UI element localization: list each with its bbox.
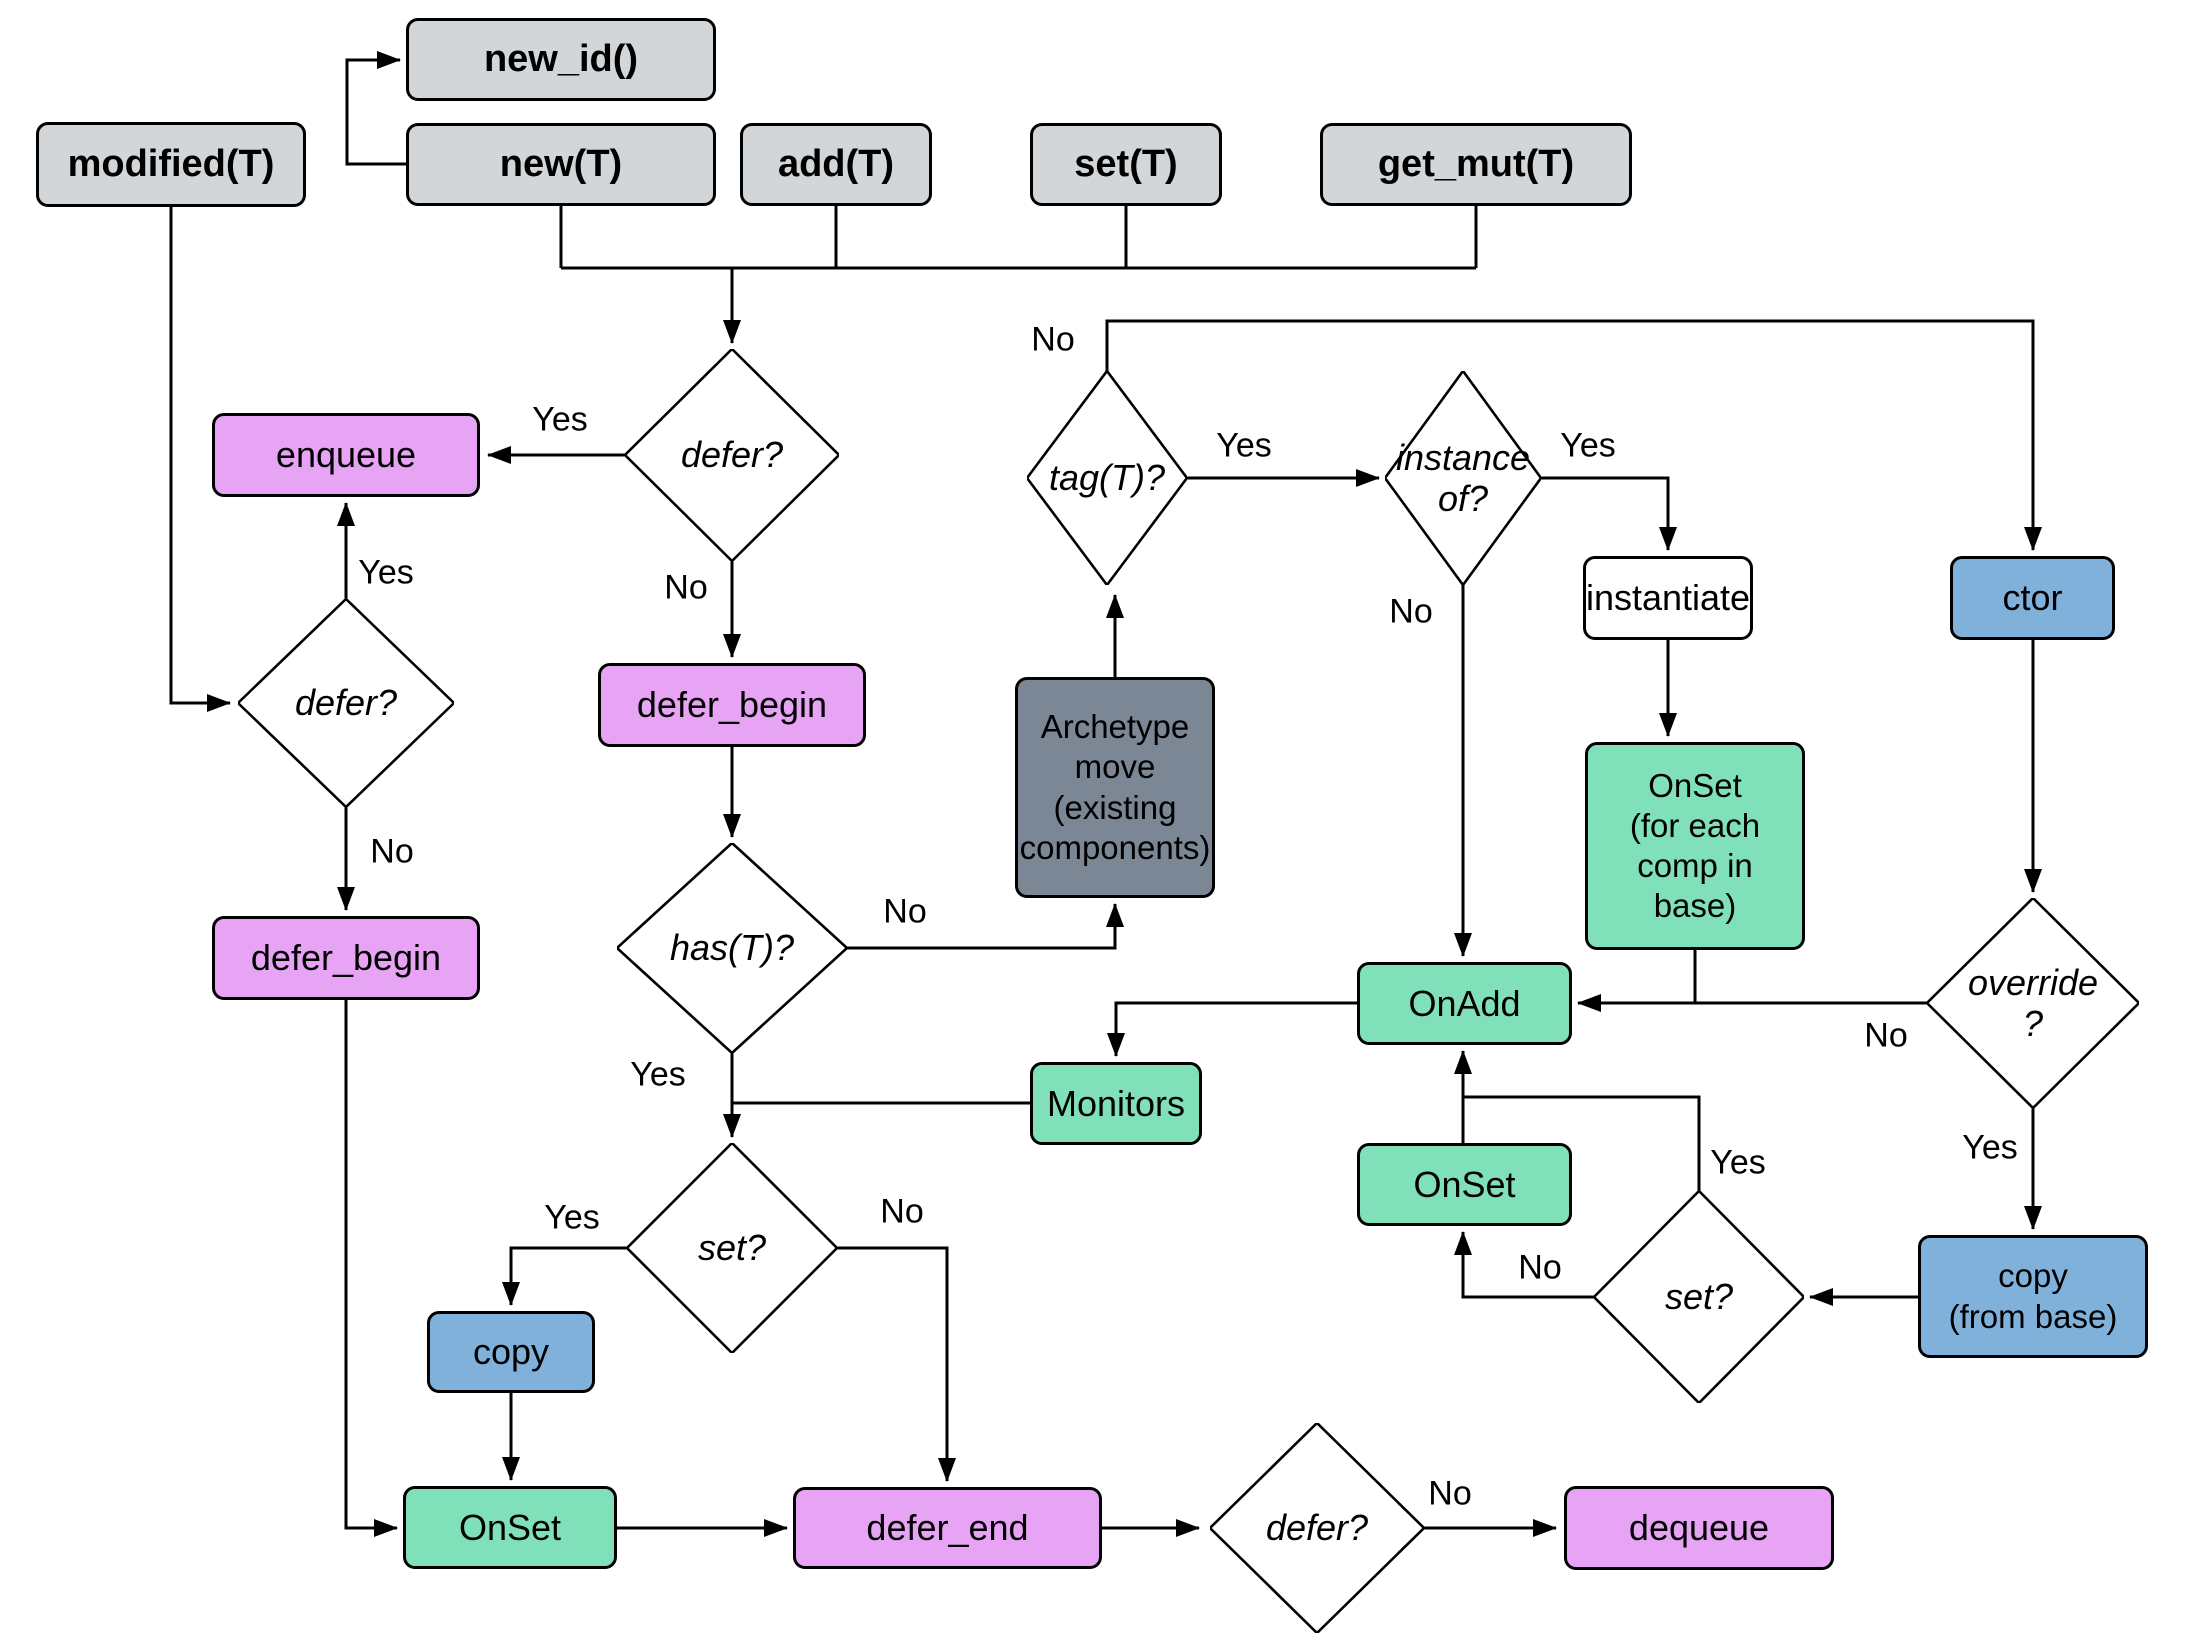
- label-tagt-yes: Yes: [1216, 426, 1272, 465]
- node-defer-begin-left: defer_begin: [212, 916, 480, 1000]
- label-hast-yes: Yes: [630, 1055, 686, 1094]
- label-override-no: No: [1864, 1016, 1908, 1055]
- label-hast-no: No: [883, 892, 927, 931]
- edge-instanceof-yes-instantiate: [1541, 476, 1677, 551]
- node-on-set-bottom: OnSet: [403, 1486, 617, 1569]
- decision-defer-1: defer?: [625, 349, 839, 561]
- api-box-add: add(T): [740, 123, 932, 206]
- node-monitors: Monitors: [1030, 1062, 1202, 1145]
- decision-set-2: set?: [1594, 1191, 1804, 1403]
- label-tagt-no: No: [1031, 320, 1075, 359]
- label-override-yes: Yes: [1962, 1128, 2018, 1167]
- node-dequeue: dequeue: [1564, 1486, 1834, 1570]
- node-ctor: ctor: [1950, 556, 2115, 640]
- decision-override: override ?: [1927, 898, 2139, 1108]
- node-enqueue: enqueue: [212, 413, 480, 497]
- label-set1-yes: Yes: [544, 1198, 600, 1237]
- label-instanceof-no: No: [1389, 592, 1433, 631]
- decision-defer-3: defer?: [1210, 1423, 1424, 1633]
- node-on-set-right: OnSet: [1357, 1143, 1572, 1226]
- node-copy: copy: [427, 1311, 595, 1393]
- label-set2-no: No: [1518, 1248, 1562, 1287]
- node-on-set-base: OnSet (for each comp in base): [1585, 742, 1805, 950]
- node-archetype-move: Archetype move (existing components): [1015, 677, 1215, 898]
- label-defer2-no: No: [370, 832, 414, 871]
- decision-set-1: set?: [627, 1143, 837, 1353]
- label-set1-no: No: [880, 1192, 924, 1231]
- decision-tag-t: tag(T)?: [1027, 371, 1187, 585]
- label-instanceof-yes: Yes: [1560, 426, 1616, 465]
- edge-tagt-no-ctor: [1105, 319, 2042, 551]
- label-defer1-yes: Yes: [532, 400, 588, 439]
- decision-instance-of: instance of?: [1385, 371, 1541, 585]
- api-box-modified: modified(T): [36, 122, 306, 207]
- label-set2-yes: Yes: [1710, 1143, 1766, 1182]
- edge-set1-yes-copy: [502, 1246, 627, 1306]
- edge-set2-no-onset: [1454, 1231, 1594, 1299]
- api-box-new-id: new_id(): [406, 18, 716, 101]
- node-defer-end: defer_end: [793, 1487, 1102, 1569]
- decision-defer-2: defer?: [238, 599, 454, 807]
- api-box-get-mut: get_mut(T): [1320, 123, 1632, 206]
- edge-onadd-to-monitors: [1107, 1001, 1357, 1057]
- label-defer2-yes: Yes: [358, 553, 414, 592]
- api-box-set: set(T): [1030, 123, 1222, 206]
- edge-set1-no-deferend: [837, 1246, 956, 1482]
- node-instantiate: instantiate: [1583, 556, 1753, 640]
- decision-has-t: has(T)?: [617, 843, 847, 1053]
- edge-hast-no-archetype: [847, 903, 1124, 950]
- edge-deferbeginL-to-onset: [344, 1000, 398, 1537]
- edge-set2-yes-join: [1463, 1095, 1701, 1191]
- edge-newt-to-newid: [345, 51, 406, 166]
- edge-modified-to-defer2: [169, 207, 231, 712]
- label-defer1-no: No: [664, 568, 708, 607]
- api-box-new: new(T): [406, 123, 716, 206]
- node-on-add: OnAdd: [1357, 962, 1572, 1045]
- node-copy-from-base: copy (from base): [1918, 1235, 2148, 1358]
- label-defer3-no: No: [1428, 1474, 1472, 1513]
- node-defer-begin-right: defer_begin: [598, 663, 866, 747]
